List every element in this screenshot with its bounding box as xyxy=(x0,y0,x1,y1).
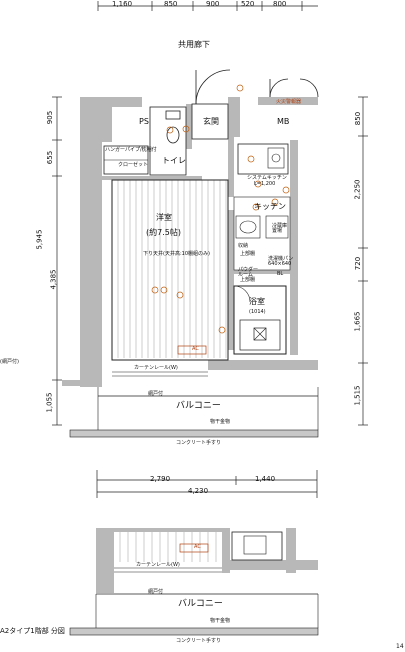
sash-note: 網戸付 xyxy=(148,391,164,397)
right-dim-1: 850 xyxy=(354,111,363,126)
curtain-rail-partial: カーテンレール(W) xyxy=(136,562,180,568)
top-dim-2: 850 xyxy=(164,0,178,8)
bath-size: (1014) xyxy=(249,309,266,315)
hanger-pipe-note: ハンガーパイプ/枕棚付 xyxy=(105,147,157,153)
partial-caption: A2タイプ1階部 分図 xyxy=(0,627,65,635)
ac-note: AC xyxy=(192,346,199,352)
top-dim-3: 900 xyxy=(206,0,220,8)
handrail-note-partial: コンクリート手すり xyxy=(176,638,222,644)
powder-label: パウダー ルーム xyxy=(238,267,259,278)
washer-note: 洗濯機パン 640×640 xyxy=(268,256,294,267)
kitchen-label: キッチン xyxy=(254,202,286,211)
right-dim-5: 1,515 xyxy=(353,385,362,406)
upper-shelf-note-2: 上部棚 xyxy=(240,277,256,283)
top-dim-1: 1,160 xyxy=(112,0,133,8)
kitchen-width: L=1,200 xyxy=(254,181,276,187)
toilet-label: トイレ xyxy=(162,156,186,165)
bottom-dim-left: 2,790 xyxy=(150,475,171,483)
system-kitchen-label: システムキッチン xyxy=(247,175,287,181)
drying-note-partial: 物干金物 xyxy=(210,618,231,624)
page-number: 14 xyxy=(396,643,404,650)
balcony-label-partial: バルコニー xyxy=(178,599,223,609)
bottom-dim-total: 4,230 xyxy=(188,487,209,495)
drying-note: 物干金物 xyxy=(210,419,231,425)
sash-note-partial: 網戸付 xyxy=(148,589,164,595)
fridge-note: 冷蔵庫 置場 xyxy=(272,223,288,234)
ac-note-partial: AC xyxy=(194,544,201,550)
left-dim-4: 4,385 xyxy=(49,269,58,290)
fire-alarm-note: 火災警報器 xyxy=(276,99,302,105)
entrance-label: 玄関 xyxy=(203,117,219,126)
bottom-dim-right: 1,440 xyxy=(255,475,276,483)
right-dim-3: 720 xyxy=(354,256,363,271)
left-margin-note: (網戸付) xyxy=(0,359,19,365)
mb-label: MB xyxy=(277,117,290,126)
curtain-rail-note: カーテンレール(W) xyxy=(134,365,178,371)
western-size: (約7.5帖) xyxy=(146,228,181,237)
top-dim-5: 800 xyxy=(273,0,287,8)
corridor-label: 共用廊下 xyxy=(178,40,210,49)
storage-note: 収納 xyxy=(238,243,249,249)
balcony-label: バルコニー xyxy=(176,401,221,411)
left-dim-5: 1,055 xyxy=(45,392,54,413)
closet-note: クローゼット xyxy=(118,162,149,168)
right-dim-2: 2,250 xyxy=(353,179,362,200)
ceiling-note: 下り天井(天井高:10棚組のみ) xyxy=(143,251,210,257)
upper-shelf-note: 上部棚 xyxy=(240,251,256,257)
handrail-note: コンクリート手すり xyxy=(176,440,222,446)
left-dim-1: 905 xyxy=(46,110,55,125)
right-dim-4: 1,665 xyxy=(353,311,362,332)
bath-label: 浴室 xyxy=(249,297,265,306)
top-dim-4: 520 xyxy=(241,0,255,8)
western-label: 洋室 xyxy=(156,213,172,222)
left-dim-3: 5,945 xyxy=(35,229,44,250)
ps-label: PS xyxy=(139,117,149,126)
left-dim-2: 655 xyxy=(46,150,55,165)
washer-size: BL xyxy=(277,271,284,277)
